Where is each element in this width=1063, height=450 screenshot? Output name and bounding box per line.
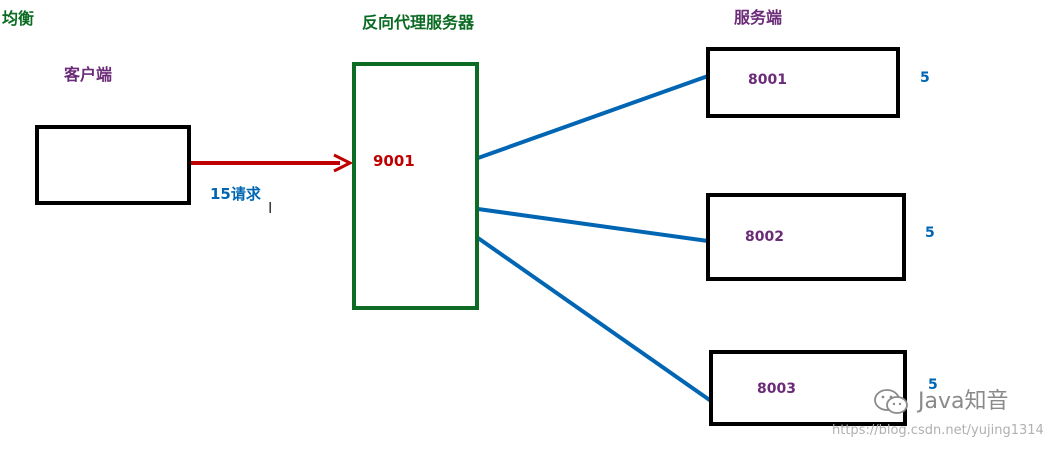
watermark-brand: Java知音 [918,389,1009,414]
server-title: 服务端 [734,8,783,27]
client-title: 客户端 [64,65,113,84]
link-proxy-8002 [477,207,709,243]
server-port: 8001 [748,72,787,88]
text-cursor-icon: Ι [268,199,273,217]
watermark-url: https://blog.csdn.net/yujing1314 [832,423,1044,438]
server-box-3: 8003 [709,350,907,426]
server-request-count: 5 [920,70,930,86]
request-label: 15请求 [210,185,261,203]
server-port: 8002 [745,229,784,245]
wechat-icon [874,389,908,414]
server-request-count: 5 [925,225,935,241]
request-arrow-head [333,153,354,173]
proxy-title: 反向代理服务器 [362,13,475,32]
server-box-1: 8001 [706,47,900,118]
server-port: 8003 [757,381,796,397]
client-box [35,125,191,205]
link-proxy-8001 [477,74,709,160]
proxy-port: 9001 [373,152,415,170]
link-proxy-8003 [476,236,713,403]
server-box-2: 8002 [706,193,906,281]
corner-title: 均衡 [2,9,35,28]
server-request-count: 5 [928,377,938,393]
proxy-box: 9001 [352,62,479,310]
